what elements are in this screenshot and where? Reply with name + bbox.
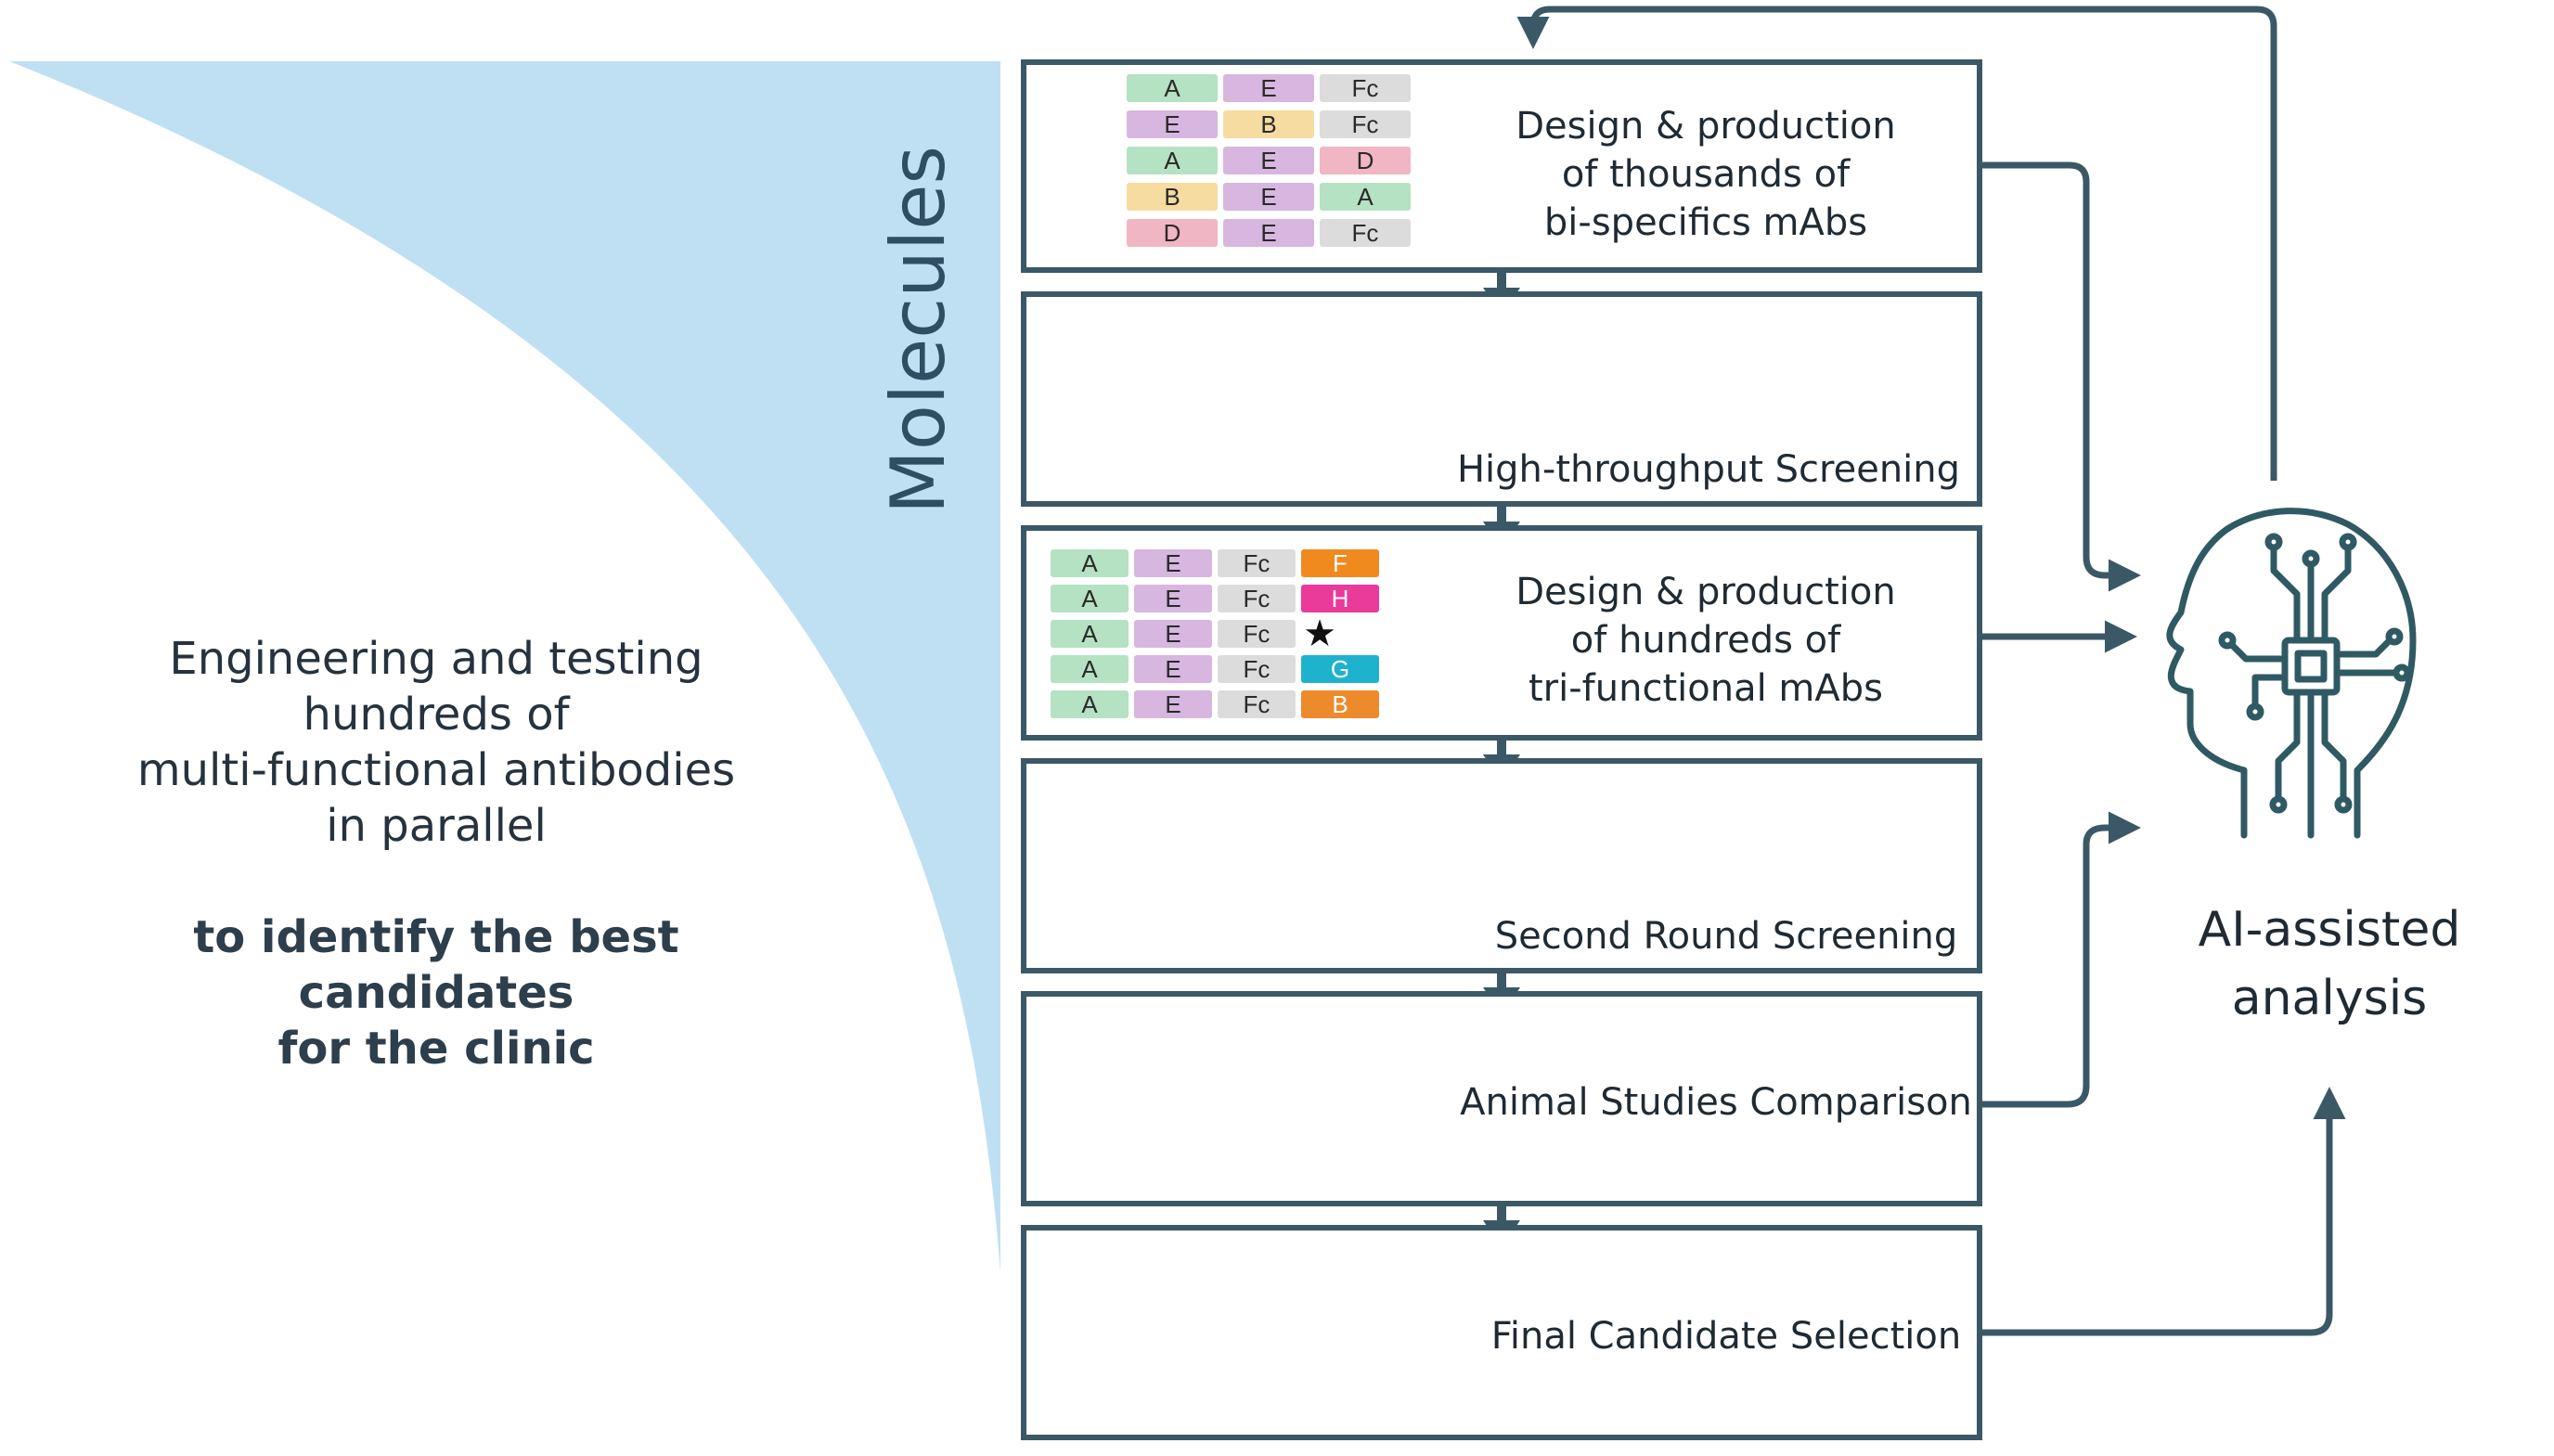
- intro-line: in parallel: [326, 800, 547, 852]
- domain-cell: E: [1223, 219, 1314, 247]
- star-mark: ★: [1303, 613, 1336, 654]
- domain-cell: A: [1051, 549, 1129, 577]
- domain-cell: A: [1127, 147, 1218, 174]
- feedback-loop-ai-to-step1: [1516, 6, 2277, 481]
- domain-cell: E: [1134, 620, 1212, 648]
- step-label: High-throughput Screening: [1435, 445, 1982, 494]
- domain-cell: B: [1127, 183, 1218, 211]
- step-final-candidate-selection: Final Candidate Selection: [1021, 1225, 1982, 1440]
- intro-line: Engineering and testing: [169, 633, 703, 685]
- step-label-line: of thousands of: [1561, 153, 1851, 196]
- intro-line: multi-functional antibodies: [136, 744, 736, 796]
- domain-cell: F: [1301, 549, 1379, 577]
- step-label: Animal Studies Comparison: [1453, 1078, 1979, 1127]
- domain-cell: Fc: [1218, 620, 1296, 648]
- domain-cell: E: [1134, 690, 1212, 718]
- step-label-line: of hundreds of: [1570, 619, 1841, 662]
- ai-analysis-label: AI-assisted analysis: [2162, 896, 2496, 1033]
- ai-label-line: analysis: [2231, 971, 2428, 1026]
- intro-text: Engineering and testing hundreds of mult…: [93, 631, 780, 854]
- step-animal-studies: Animal Studies Comparison: [1021, 991, 1982, 1206]
- domain-cell: Fc: [1320, 110, 1411, 138]
- molecules-funnel: [9, 61, 1000, 1271]
- domain-cell: E: [1223, 147, 1314, 174]
- domain-cell: D: [1320, 147, 1411, 174]
- domain-cell: A: [1051, 690, 1129, 718]
- step-label-line: High-throughput Screening: [1456, 448, 1961, 491]
- step-second-round-screening: Second Round Screening: [1021, 758, 1982, 973]
- domain-cell: A: [1051, 585, 1129, 612]
- domain-cell: A: [1127, 74, 1218, 102]
- step-high-throughput-screening: High-throughput Screening: [1021, 291, 1982, 507]
- step-label: Design & production of hundreds of tri-f…: [1509, 568, 1903, 713]
- step-label-line: tri-functional mAbs: [1529, 667, 1883, 710]
- step-label: Design & production of thousands of bi-s…: [1509, 102, 1903, 247]
- step-label-line: Second Round Screening: [1494, 915, 1958, 958]
- domain-cell: E: [1134, 549, 1212, 577]
- domain-cell: E: [1127, 110, 1218, 138]
- domain-cell: E: [1223, 183, 1314, 211]
- domain-cell: Fc: [1218, 655, 1296, 683]
- connector-step1-to-ai: [1982, 161, 2141, 592]
- step-label: Second Round Screening: [1472, 912, 1980, 960]
- goal-line: for the clinic: [277, 1023, 595, 1075]
- domain-cell: B: [1223, 110, 1314, 138]
- domain-cell: B: [1301, 690, 1379, 718]
- domain-cell: A: [1051, 620, 1129, 648]
- domain-cell: A: [1051, 655, 1129, 683]
- domain-cell: E: [1223, 74, 1314, 102]
- step-label: Final Candidate Selection: [1472, 1312, 1980, 1360]
- goal-text: to identify the best candidates for the …: [56, 909, 817, 1076]
- molecules-label: Molecules: [826, 145, 1012, 513]
- domain-cell: A: [1320, 183, 1411, 211]
- domain-cell: Fc: [1218, 585, 1296, 612]
- step-label-line: Animal Studies Comparison: [1460, 1081, 1972, 1124]
- step-label-line: Design & production: [1516, 571, 1896, 613]
- domain-cell: Fc: [1218, 549, 1296, 577]
- domain-cell: E: [1134, 585, 1212, 612]
- molecules-label-text: Molecules: [875, 145, 962, 514]
- connector-step5-to-ai: [1982, 811, 2141, 1108]
- ai-connectors: [1516, 6, 2346, 1336]
- step-label-line: bi-specifics mAbs: [1543, 201, 1868, 244]
- domain-cell: D: [1127, 219, 1218, 247]
- ai-head-icon: [2166, 508, 2417, 839]
- domain-cell: Fc: [1218, 690, 1296, 718]
- domain-cell: Fc: [1320, 219, 1411, 247]
- domain-cell: Fc: [1320, 74, 1411, 102]
- step-label-line: Design & production: [1516, 105, 1896, 148]
- goal-line: to identify the best candidates: [193, 911, 679, 1019]
- intro-line: hundreds of: [303, 689, 570, 741]
- ai-label-line: AI-assisted: [2198, 902, 2461, 958]
- domain-cell: E: [1134, 655, 1212, 683]
- step-label-line: Final Candidate Selection: [1490, 1315, 1962, 1358]
- domain-cell: G: [1301, 655, 1379, 683]
- connector-step6-to-ai: [1982, 1087, 2346, 1336]
- domain-cell: H: [1301, 585, 1379, 612]
